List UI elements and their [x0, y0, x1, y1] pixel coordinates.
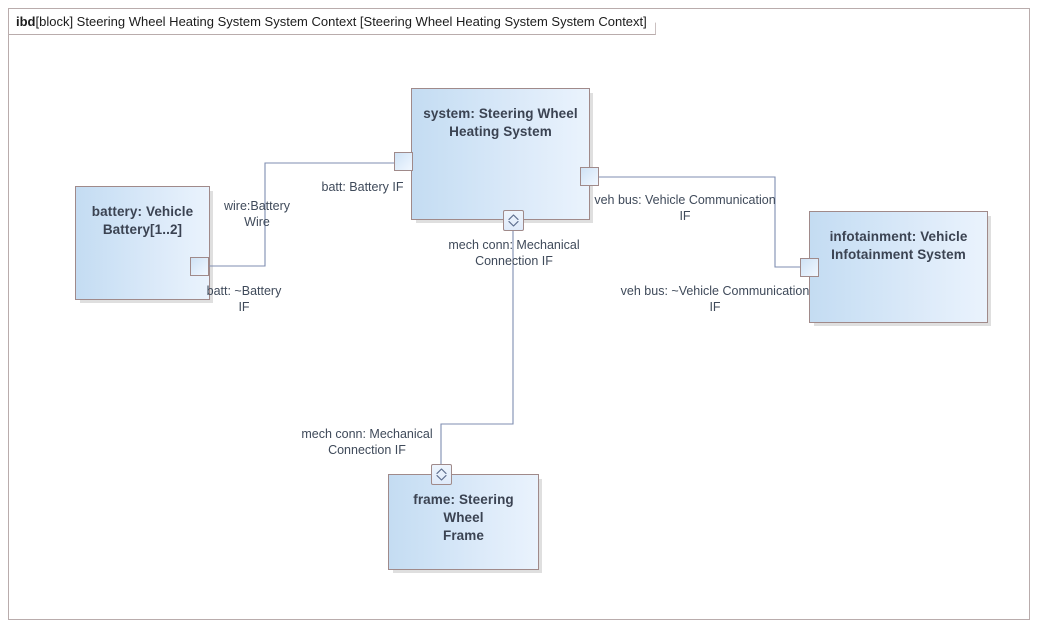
part-frame[interactable]: frame: Steering Wheel Frame: [388, 474, 539, 570]
connector-label-mech-conn-upper: mech conn: Mechanical Connection IF: [448, 238, 580, 268]
port-system-mech-conn[interactable]: [503, 210, 524, 231]
connector-label-batt-battery-if: batt: Battery IF: [321, 180, 404, 194]
part-infotainment[interactable]: infotainment: Vehicle Infotainment Syste…: [809, 211, 988, 323]
chevron-up-down-icon: [508, 214, 519, 227]
diagram-kind-label: ibd: [16, 14, 36, 29]
part-system-label: system: Steering Wheel Heating System: [423, 106, 578, 139]
connector-label-veh-bus-vehicle-communication-if: veh bus: Vehicle Communication IF: [594, 193, 776, 223]
chevron-up-down-icon: [436, 468, 447, 481]
part-system[interactable]: system: Steering Wheel Heating System: [411, 88, 590, 220]
part-battery-label: battery: Vehicle Battery[1..2]: [91, 204, 194, 237]
connector-label-wire-battery-wire: wire:Battery Wire: [224, 199, 290, 229]
part-battery[interactable]: battery: Vehicle Battery[1..2]: [75, 186, 210, 300]
port-system-batt[interactable]: [394, 152, 413, 171]
connector-label-batt-conjugate-battery-if: batt: ~Battery IF: [206, 284, 282, 314]
part-frame-label: frame: Steering Wheel Frame: [413, 492, 514, 543]
diagram-title-tab: ibd[block] Steering Wheel Heating System…: [9, 9, 656, 35]
port-system-veh-bus[interactable]: [580, 167, 599, 186]
connector-label-mech-conn-lower: mech conn: Mechanical Connection IF: [301, 427, 433, 457]
diagram-title-label: [block] Steering Wheel Heating System Sy…: [35, 14, 647, 29]
port-frame-mech-conn[interactable]: [431, 464, 452, 485]
port-battery-batt[interactable]: [190, 257, 209, 276]
port-infotainment-veh-bus[interactable]: [800, 258, 819, 277]
part-infotainment-label: infotainment: Vehicle Infotainment Syste…: [829, 229, 968, 262]
connector-label-veh-bus-conjugate-vehicle-communication-if: veh bus: ~Vehicle Communication IF: [620, 284, 810, 314]
